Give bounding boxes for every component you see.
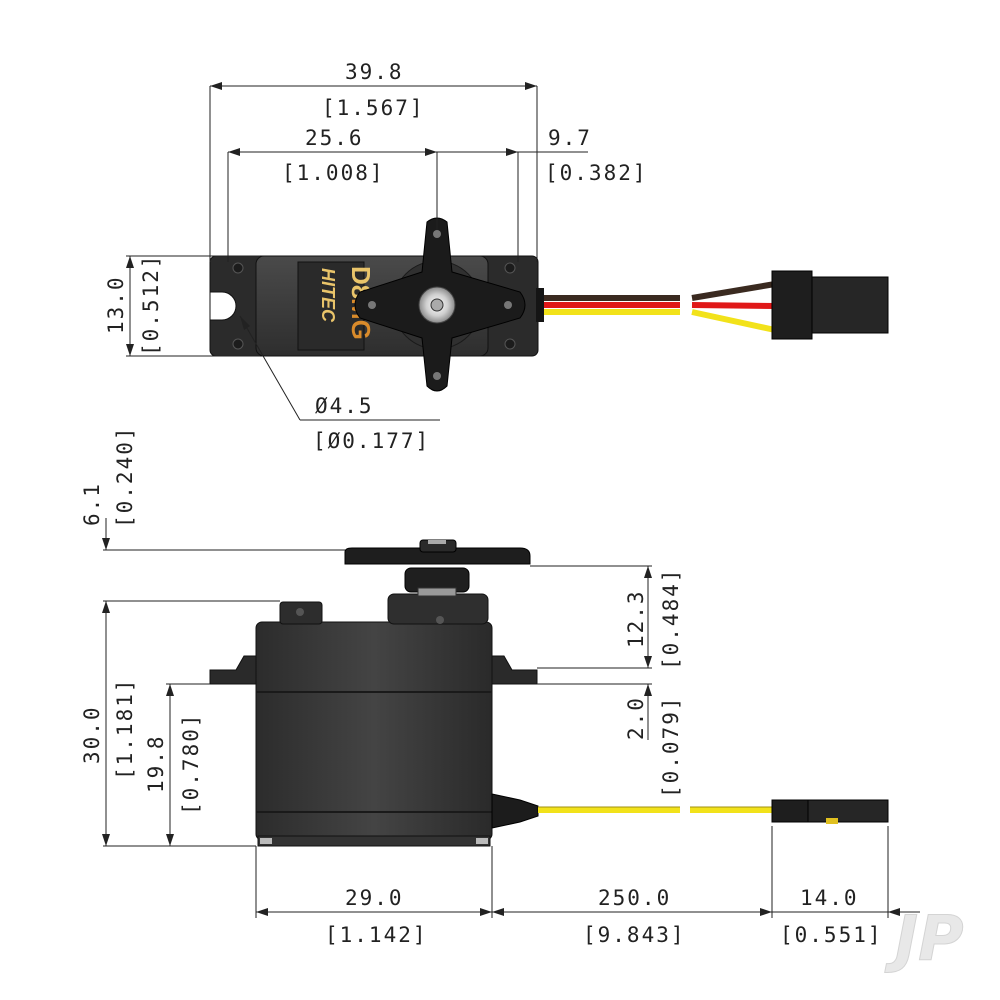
mounting-screw <box>504 338 516 350</box>
dim-shaft-offset-in: [0.382] <box>545 161 648 185</box>
mounting-screw <box>232 338 244 350</box>
dim-tab-height-in: [0.780] <box>179 712 203 815</box>
horn-hole <box>433 372 441 380</box>
label-panel <box>297 261 365 351</box>
dim-height-mm: 13.0 <box>104 275 128 334</box>
dim-lead-length-mm: 250.0 <box>598 886 671 910</box>
dim-hole-mm: Ø4.5 <box>315 394 374 418</box>
dim-tab-height-mm: 19.8 <box>144 734 168 793</box>
connector-top-plug <box>811 276 889 334</box>
dim-total-height-in: [1.181] <box>113 677 137 780</box>
top-view: D8 MG HITEC 39.8 [1.567] <box>104 60 889 453</box>
connector-top <box>771 270 813 340</box>
dim-tab-thickness-in: [0.079] <box>659 695 683 798</box>
watermark-logo: JP <box>884 902 964 975</box>
dim-body-width-mm: 29.0 <box>345 886 404 910</box>
dim-hole-in: [Ø0.177] <box>313 429 430 453</box>
dim-shaft-to-tab-mm: 12.3 <box>624 589 648 648</box>
connector-side <box>771 799 809 823</box>
dim-connector-in: [0.551] <box>780 923 883 947</box>
dim-body-to-shaft-in: [1.008] <box>282 161 385 185</box>
wire-red <box>691 302 776 309</box>
side-view: 6.1 [0.240] 30.0 [1.181] 19.8 [0.780] <box>80 425 920 947</box>
body-bottom-plate <box>257 835 491 847</box>
output-shaft-screw <box>430 298 444 312</box>
horn-hole <box>504 301 512 309</box>
screw-head <box>260 838 272 844</box>
mounting-tab-right <box>491 655 538 685</box>
dim-lead-length-in: [9.843] <box>583 923 686 947</box>
dim-overall-in: [1.567] <box>322 96 425 120</box>
dim-horn-height-mm: 6.1 <box>80 482 104 526</box>
servo-body <box>255 621 493 841</box>
servo-horn-side <box>344 547 531 565</box>
mounting-screw <box>232 262 244 274</box>
connector-side-plug <box>807 799 889 823</box>
dim-height-in: [0.512] <box>139 253 163 356</box>
mounting-hole-left <box>209 291 237 321</box>
mounting-tab-left <box>209 655 257 685</box>
dim-total-height-mm: 30.0 <box>80 705 104 764</box>
wire-brown <box>691 281 776 301</box>
dim-body-to-shaft-mm: 25.6 <box>305 126 364 150</box>
mounting-screw <box>504 262 516 274</box>
dim-shaft-to-tab-in: [0.484] <box>659 567 683 670</box>
wire-grommet <box>536 288 544 322</box>
brand-label: HITEC <box>318 268 338 323</box>
horn-hole <box>368 301 376 309</box>
dim-connector-mm: 14.0 <box>800 886 859 910</box>
dim-horn-height-in: [0.240] <box>113 425 137 528</box>
shaft-washer <box>417 587 457 597</box>
dim-overall-mm: 39.8 <box>345 60 404 84</box>
screw-head <box>476 838 488 844</box>
horn-hole <box>433 230 441 238</box>
dim-shaft-offset-mm: 9.7 <box>548 126 592 150</box>
dim-tab-thickness-mm: 2.0 <box>624 696 648 740</box>
wire-yellow <box>691 309 776 333</box>
dim-body-width-in: [1.142] <box>325 923 428 947</box>
wire-grommet-side <box>491 793 539 829</box>
